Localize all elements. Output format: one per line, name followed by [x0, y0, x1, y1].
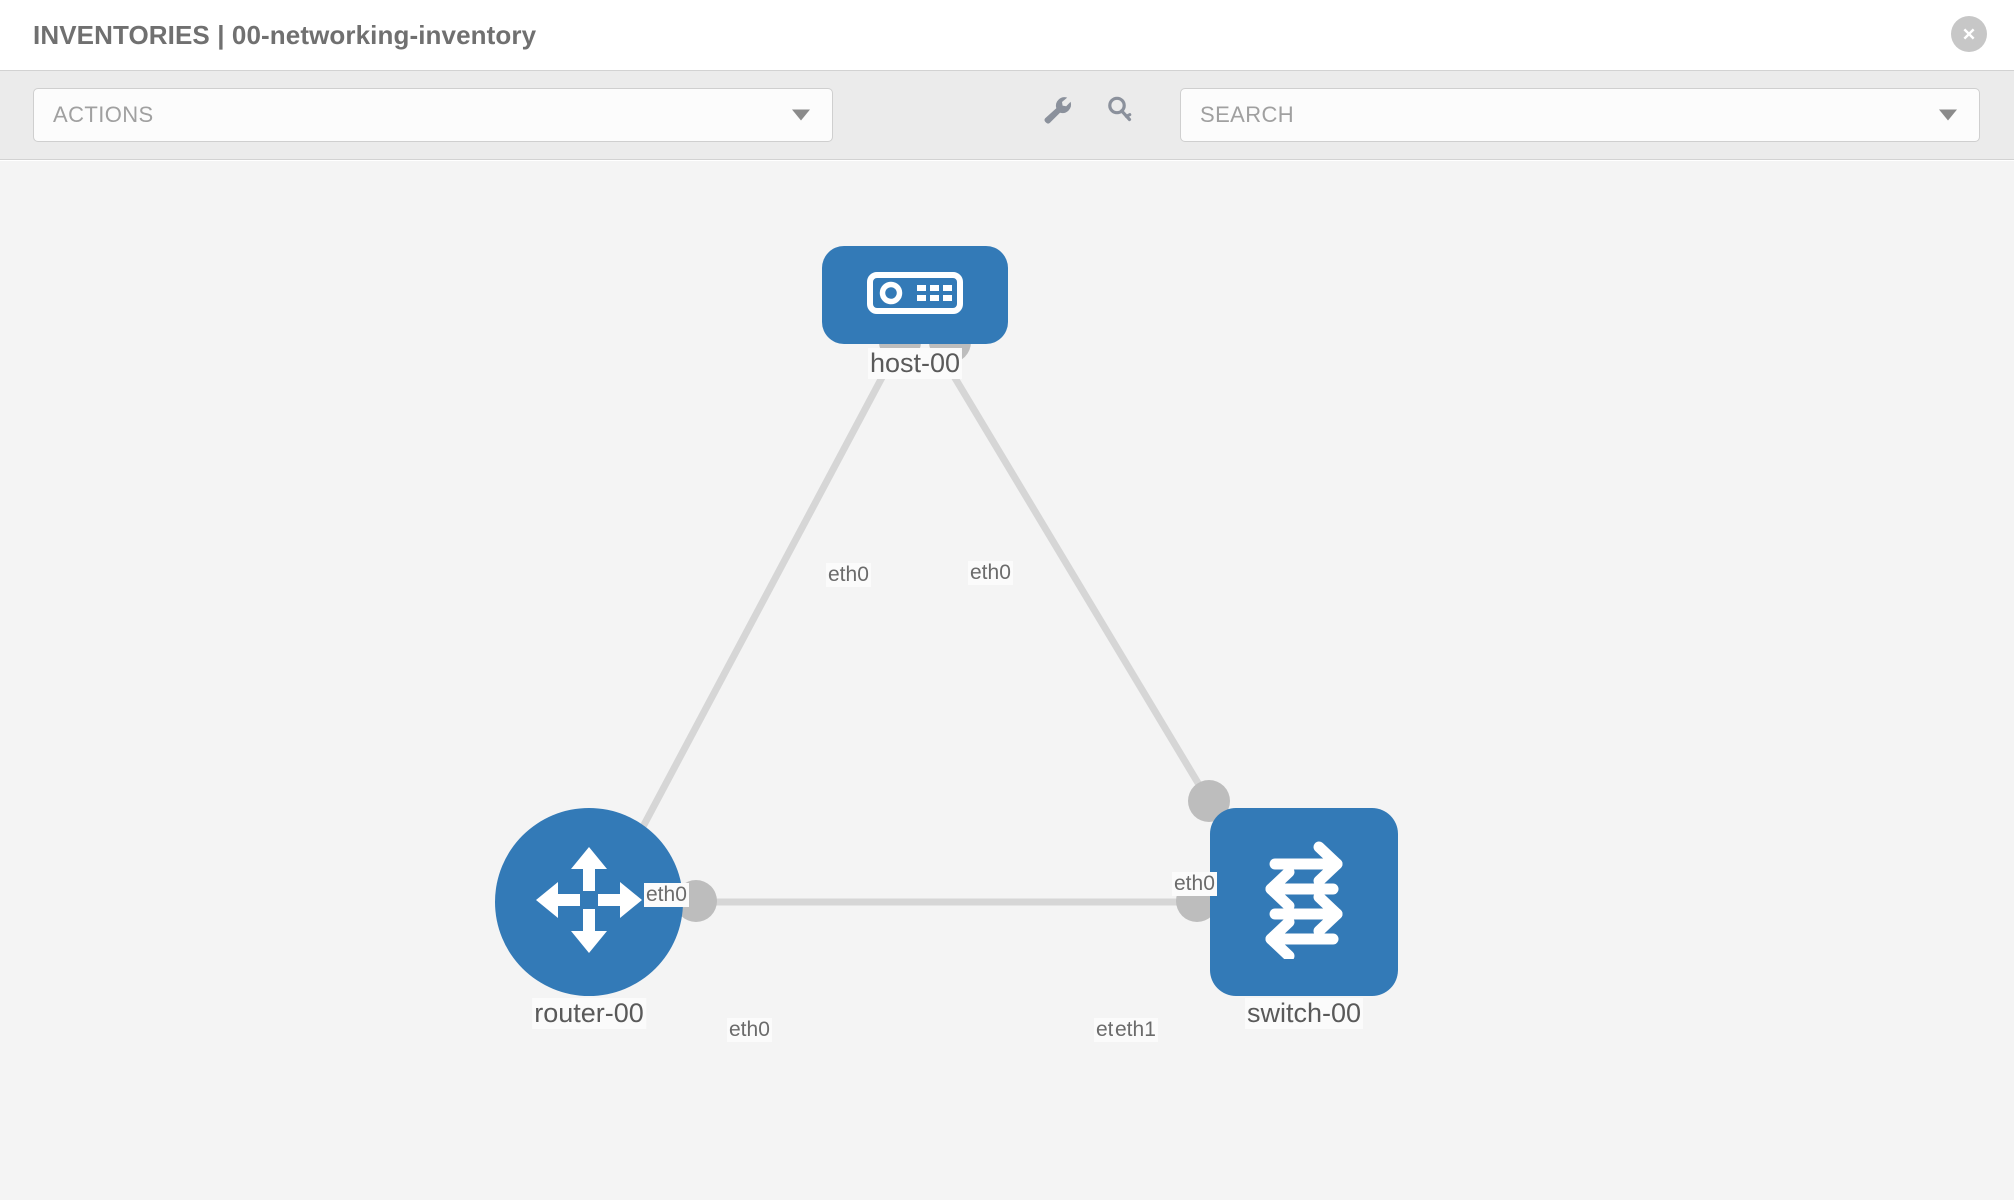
iface-label-host00-right-eth0[interactable]: eth0: [968, 561, 1013, 585]
iface-label-switch00-left-eth1[interactable]: eth1: [1113, 1018, 1158, 1042]
iface-label-switch00-up-eth0[interactable]: eth0: [1172, 872, 1217, 896]
server-icon: [867, 271, 963, 319]
link-host00-router00[interactable]: [609, 351, 899, 885]
link-host00-switch00[interactable]: [936, 351, 1250, 865]
search-input[interactable]: [1200, 102, 1900, 128]
node-host-00-label: host-00: [867, 348, 963, 379]
close-button[interactable]: [1951, 16, 1987, 52]
magnifier-key-icon[interactable]: [1102, 93, 1136, 132]
actions-dropdown-label: ACTIONS: [53, 102, 154, 127]
wrench-icon[interactable]: [1040, 93, 1074, 132]
node-host-00[interactable]: host-00: [822, 246, 1008, 379]
iface-label-host00-left-eth0[interactable]: eth0: [826, 563, 871, 587]
page-title: INVENTORIES | 00-networking-inventory: [33, 19, 537, 50]
actions-dropdown[interactable]: ACTIONS: [33, 88, 833, 142]
node-router-00-label: router-00: [532, 998, 646, 1029]
iface-label-router00-up-eth0[interactable]: eth0: [644, 883, 689, 907]
page-header: INVENTORIES | 00-networking-inventory: [0, 0, 2014, 70]
node-host-00-shape[interactable]: [822, 246, 1008, 344]
search-box[interactable]: [1180, 88, 1980, 142]
switch-arrows-icon: [1245, 841, 1363, 964]
node-switch-00-shape[interactable]: [1210, 808, 1398, 996]
router-arrows-icon: [528, 839, 650, 966]
chevron-down-icon: [792, 109, 810, 121]
node-switch-00[interactable]: switch-00: [1210, 808, 1398, 1029]
topology-canvas[interactable]: host-00: [0, 161, 2014, 1200]
chevron-down-icon[interactable]: [1939, 109, 1957, 121]
iface-label-router00-right-eth0[interactable]: eth0: [727, 1018, 772, 1042]
toolbar: ACTIONS: [0, 70, 2014, 160]
toolbar-icons: [1040, 93, 1136, 132]
topology-links: [609, 351, 1250, 906]
node-switch-00-label: switch-00: [1244, 998, 1364, 1029]
close-icon: [1958, 23, 1980, 45]
